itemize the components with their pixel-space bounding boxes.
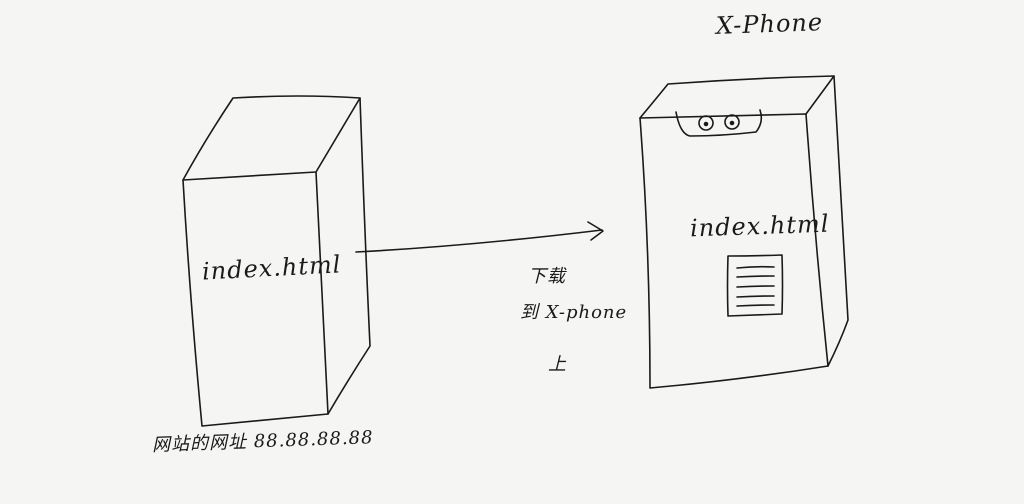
phone-file-label: index.html bbox=[689, 209, 830, 243]
camera-left-icon bbox=[698, 115, 714, 131]
download-arrow bbox=[355, 221, 604, 253]
camera-right-icon bbox=[724, 114, 740, 130]
server-box bbox=[182, 95, 371, 427]
phone-title: X-Phone bbox=[715, 8, 824, 40]
phone-box bbox=[639, 75, 849, 389]
phone-notch bbox=[675, 109, 763, 137]
arrow-caption-line-3: 上 bbox=[548, 354, 567, 375]
arrow-caption-line-2: 到 X-phone bbox=[520, 302, 628, 323]
arrow-caption-line-1: 下载 bbox=[528, 266, 566, 287]
document-icon bbox=[726, 254, 784, 317]
